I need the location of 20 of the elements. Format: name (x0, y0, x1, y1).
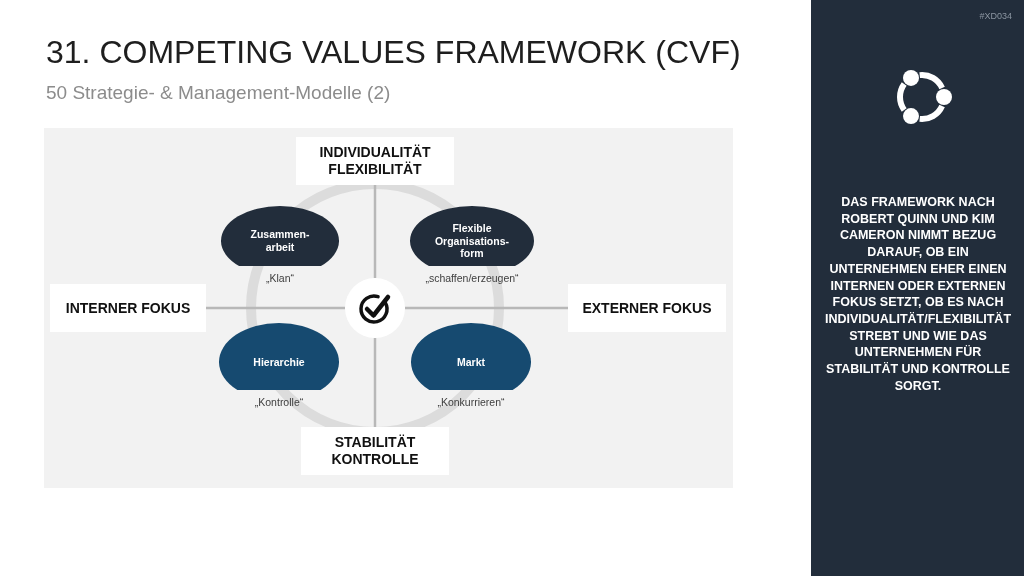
ellipse-label: Hierarchie (253, 355, 305, 369)
ellipse-label: Markt (457, 355, 485, 369)
slide-subtitle: 50 Strategie- & Management-Modelle (2) (46, 82, 391, 104)
quote-caption: „Konkurrieren“ (437, 396, 505, 408)
slide-title: 31. COMPETING VALUES FRAMEWORK (CVF) (46, 33, 741, 71)
axis-label: EXTERNER FOKUS (568, 284, 726, 332)
description-text: DAS FRAMEWORK NACH ROBERT QUINN UND KIM CAMERON NIMMT BEZUG DARAUF, OB EIN UNTERNEHMEN EHER EINEN INTERNEN ODER EXTERNEN FOKUS SETZT, OB ES NACH INDIVIDUALITÄT/FLEXIBILITÄT STREBT UND WIE DAS UNTERNEHMEN FÜR STABILITÄT UND KONTROLLE SORGT. (823, 194, 1013, 395)
axis-label: INTERNER FOKUS (50, 284, 206, 332)
ellipse-label: Zusammen- arbeit (249, 228, 311, 254)
axis-label: INDIVIDUALITÄT FLEXIBILITÄT (296, 137, 454, 185)
connector-line (373, 338, 377, 427)
slide-code: #XD034 (979, 11, 1012, 22)
ellipse-label: Flexible Organisations- form (433, 222, 511, 260)
quote-caption: „schaffen/erzeugen“ (425, 272, 519, 284)
connector-line (206, 306, 345, 310)
quote-caption: „Kontrolle“ (254, 396, 304, 408)
quote-caption: „Klan“ (266, 272, 294, 284)
connector-line (405, 306, 568, 310)
connector-line (373, 185, 377, 278)
axis-label: STABILITÄT KONTROLLE (301, 427, 449, 475)
